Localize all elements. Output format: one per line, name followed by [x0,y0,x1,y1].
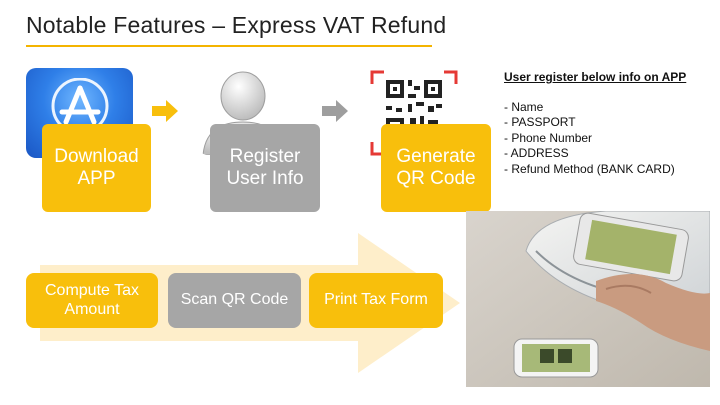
info-item: - Name [504,99,544,114]
step-print-tax-form: Print Tax Form [309,273,443,328]
arrow-right-icon [152,100,178,122]
info-item: - PASSPORT [504,115,576,130]
arrow-right-icon [322,100,348,122]
scanner-photo [466,211,710,387]
info-item: - ADDRESS [504,146,569,161]
register-info-heading: User register below info on APP [504,70,687,84]
step-register-user-info: Register User Info [210,124,320,212]
step-compute-tax-amount: Compute Tax Amount [26,273,158,328]
register-info-list: - Name - PASSPORT - Phone Number - ADDRE… [504,100,714,178]
register-info-panel: User register below info on APP - Name -… [504,70,714,178]
step-scan-qr-code: Scan QR Code [168,273,301,328]
step-download-app: Download APP [42,124,151,212]
page-title: Notable Features – Express VAT Refund [26,12,447,38]
info-item: - Refund Method (BANK CARD) [504,161,675,176]
title-underline [26,45,432,47]
step-generate-qr-code: Generate QR Code [381,124,491,212]
info-item: - Phone Number [504,130,593,145]
